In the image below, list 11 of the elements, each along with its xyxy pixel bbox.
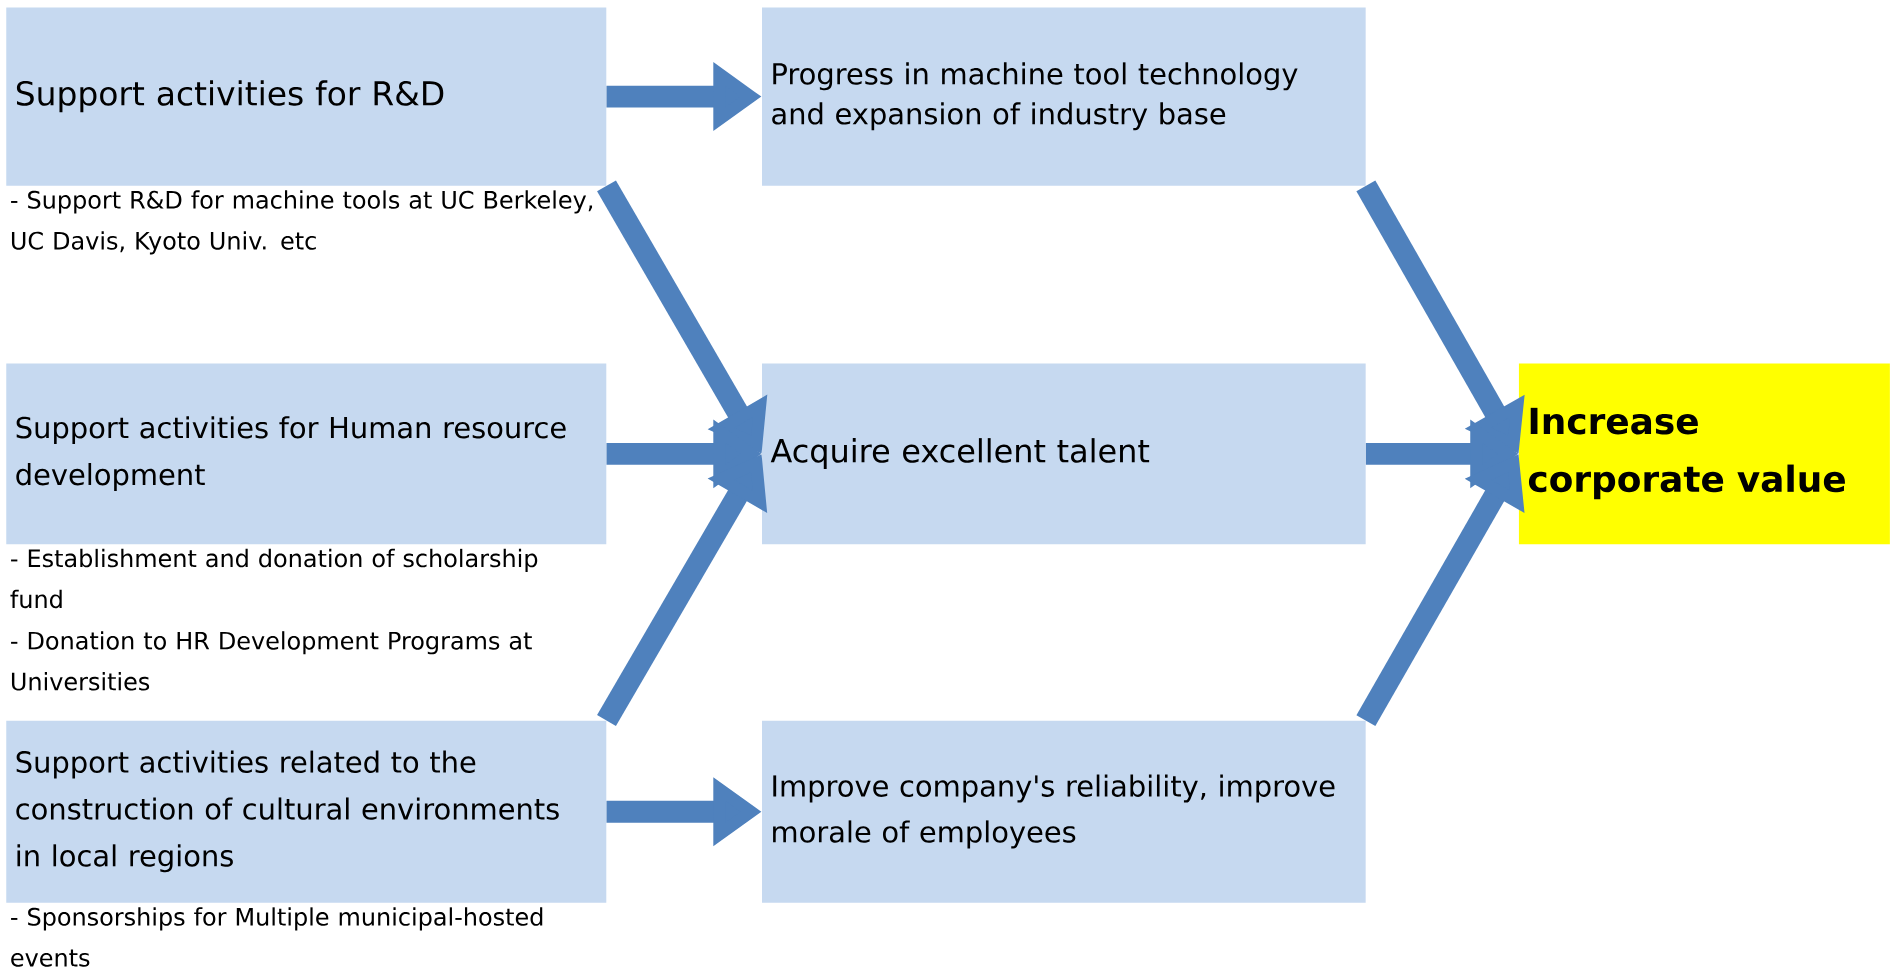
note-text: - Donation to HR Development Programs at Universities bbox=[11, 631, 532, 691]
text-box: Support activities for R&D bbox=[6, 7, 607, 186]
text-box: Acquire excellent talent bbox=[762, 363, 1366, 545]
note-text: - Establishment and donation of scholarship fund bbox=[10, 549, 538, 609]
text-box: Increase corporate value bbox=[1518, 363, 1890, 545]
text-box: Support activities for Human resource development bbox=[6, 363, 607, 545]
note-text: - Sponsorships for Multiple municipal-hosted events bbox=[11, 907, 543, 967]
text-box: Progress in machine tool technology and expansion of industry base bbox=[762, 7, 1366, 186]
note-text: - Support R&D for machine tools at UC Berkeley, UC Davis, Kyoto Univ. etc bbox=[11, 190, 593, 255]
text-box: Improve company's reliability, improve morale of employees bbox=[762, 721, 1366, 903]
text-box: Support activities related to the construction of cultural environments in local regions bbox=[6, 721, 607, 903]
